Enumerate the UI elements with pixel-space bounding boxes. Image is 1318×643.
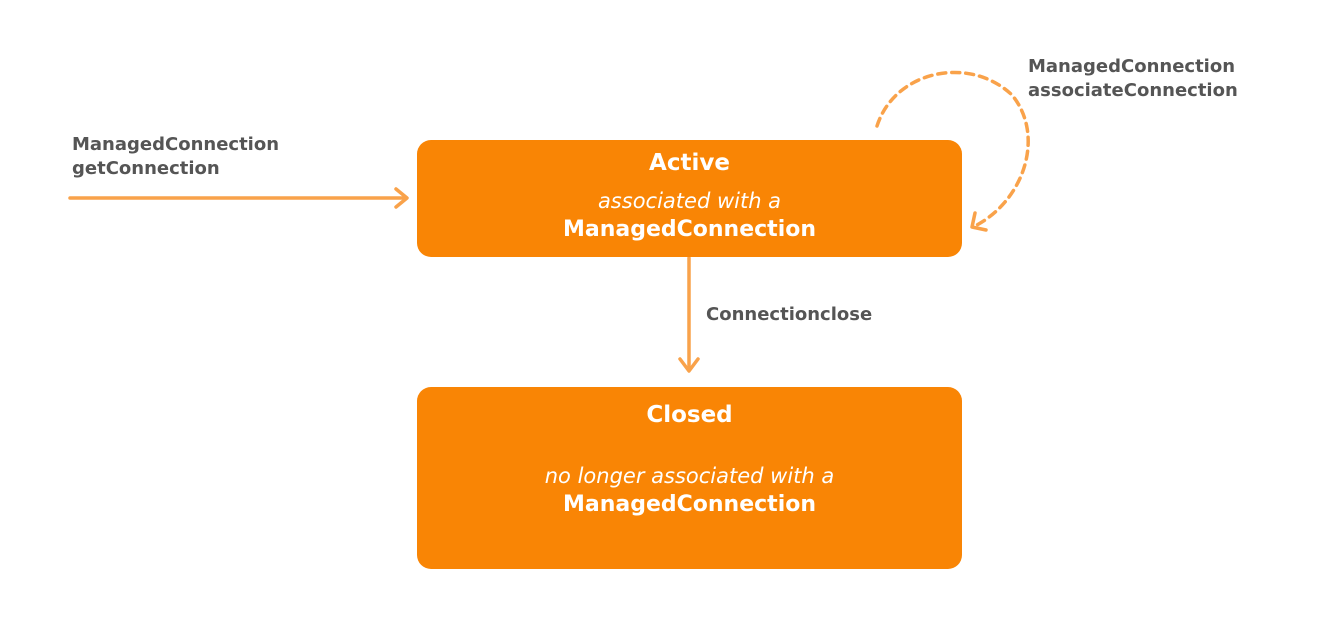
label-get-connection-line2: getConnection: [72, 158, 220, 179]
label-get-connection: ManagedConnection getConnection: [72, 133, 279, 181]
arrow-associate-connection-loop: [875, 70, 1030, 232]
state-active-title: Active: [649, 150, 730, 176]
label-associate-connection-line2: associateConnection: [1028, 80, 1238, 101]
label-connection-close: Connectionclose: [706, 303, 872, 327]
state-closed: Closed no longer associated with a Manag…: [417, 387, 962, 569]
label-associate-connection: ManagedConnection associateConnection: [1028, 55, 1238, 103]
state-closed-description: no longer associated with a: [544, 464, 835, 488]
state-active-name: ManagedConnection: [562, 217, 817, 242]
state-closed-name: ManagedConnection: [562, 492, 817, 517]
label-connection-close-text: Connectionclose: [706, 304, 873, 325]
state-active: Active associated with a ManagedConnecti…: [417, 140, 962, 257]
label-associate-connection-line1: ManagedConnection: [1028, 56, 1236, 77]
label-get-connection-line1: ManagedConnection: [72, 134, 280, 155]
state-active-description: associated with a: [597, 189, 782, 213]
state-closed-title: Closed: [646, 402, 733, 428]
arrow-connection-close: [678, 256, 700, 373]
arrow-get-connection: [68, 187, 409, 209]
